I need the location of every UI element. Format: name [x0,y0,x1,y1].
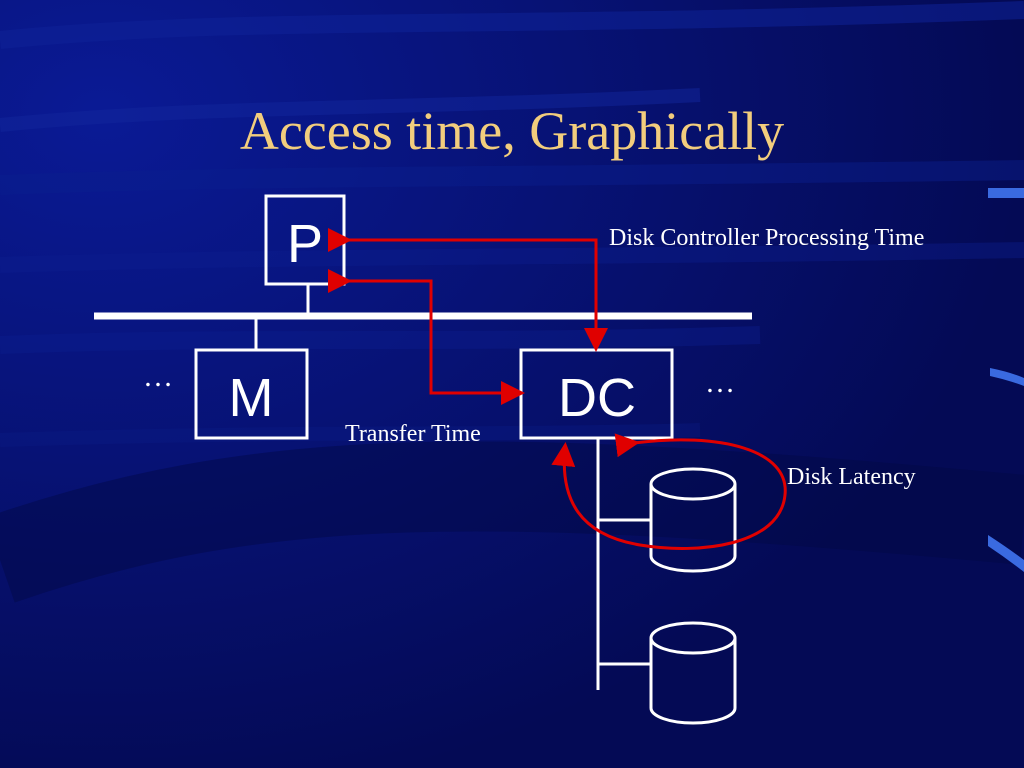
transfer-time-label: Transfer Time [345,421,481,447]
disk-latency-label: Disk Latency [787,464,916,490]
disk-controller-label: DC [558,368,636,428]
processor-label: P [287,214,323,274]
memory-label: M [229,368,274,428]
transfer-time-arrow [328,269,525,405]
processor-node: P [264,194,346,286]
controller-processing-arrow [328,228,608,352]
disk-latency-arrow [551,433,787,550]
slide-title: Access time, Graphically [239,101,785,161]
disk-controller-node: DC [519,348,674,440]
disk-2 [649,621,737,725]
memory-node: M [194,348,309,440]
ellipsis-left: … [143,360,173,393]
controller-time-label: Disk Controller Processing Time [609,225,924,251]
disk-1 [649,467,737,573]
ellipsis-right: … [705,366,735,399]
